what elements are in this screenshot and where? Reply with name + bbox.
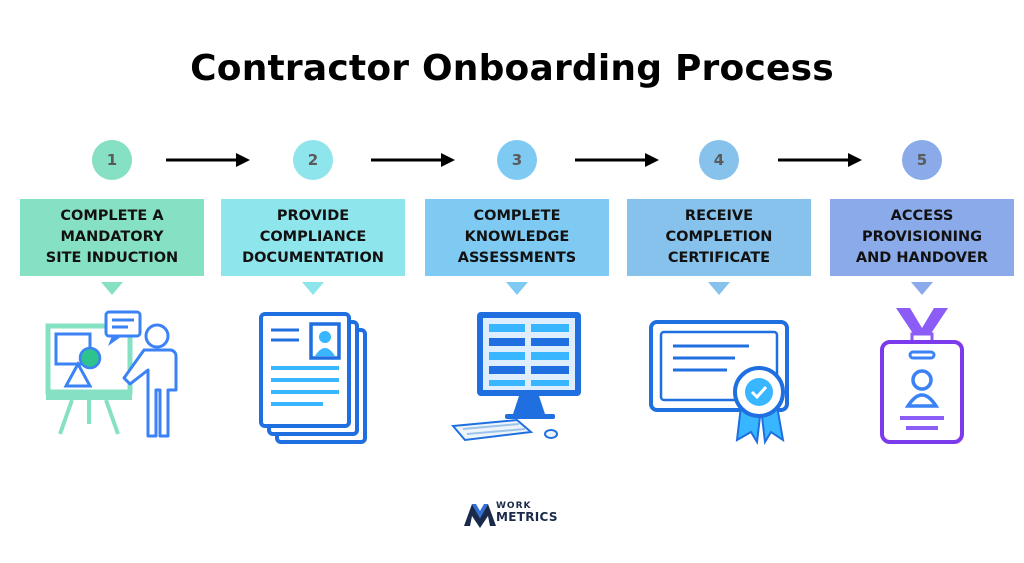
arrow-right-icon: [575, 153, 659, 167]
logo-line-2: METRICS: [496, 510, 558, 524]
logo-line-1: WORK: [496, 501, 532, 511]
step-number-badge: 1: [92, 140, 132, 180]
step-number-badge: 2: [293, 140, 333, 180]
logo-wordmark: WORK METRICS: [496, 501, 558, 523]
arrow-right-icon: [166, 153, 250, 167]
presentation-icon: [45, 310, 178, 438]
pointer-triangle: [101, 282, 123, 295]
id-badge-icon: [880, 308, 964, 444]
diagram-title: Contractor Onboarding Process: [190, 48, 834, 89]
pointer-triangle: [708, 282, 730, 295]
arrow-right-icon: [371, 153, 455, 167]
pointer-triangle: [506, 282, 528, 295]
pointer-triangle: [911, 282, 933, 295]
step-number-badge: 4: [699, 140, 739, 180]
certificate-icon: [649, 320, 789, 446]
work-metrics-logo-icon: [464, 504, 496, 528]
documents-icon: [259, 312, 367, 444]
computer-icon: [450, 312, 581, 442]
arrow-right-icon: [778, 153, 862, 167]
step-number-badge: 3: [497, 140, 537, 180]
step-number-badge: 5: [902, 140, 942, 180]
pointer-triangle: [302, 282, 324, 295]
